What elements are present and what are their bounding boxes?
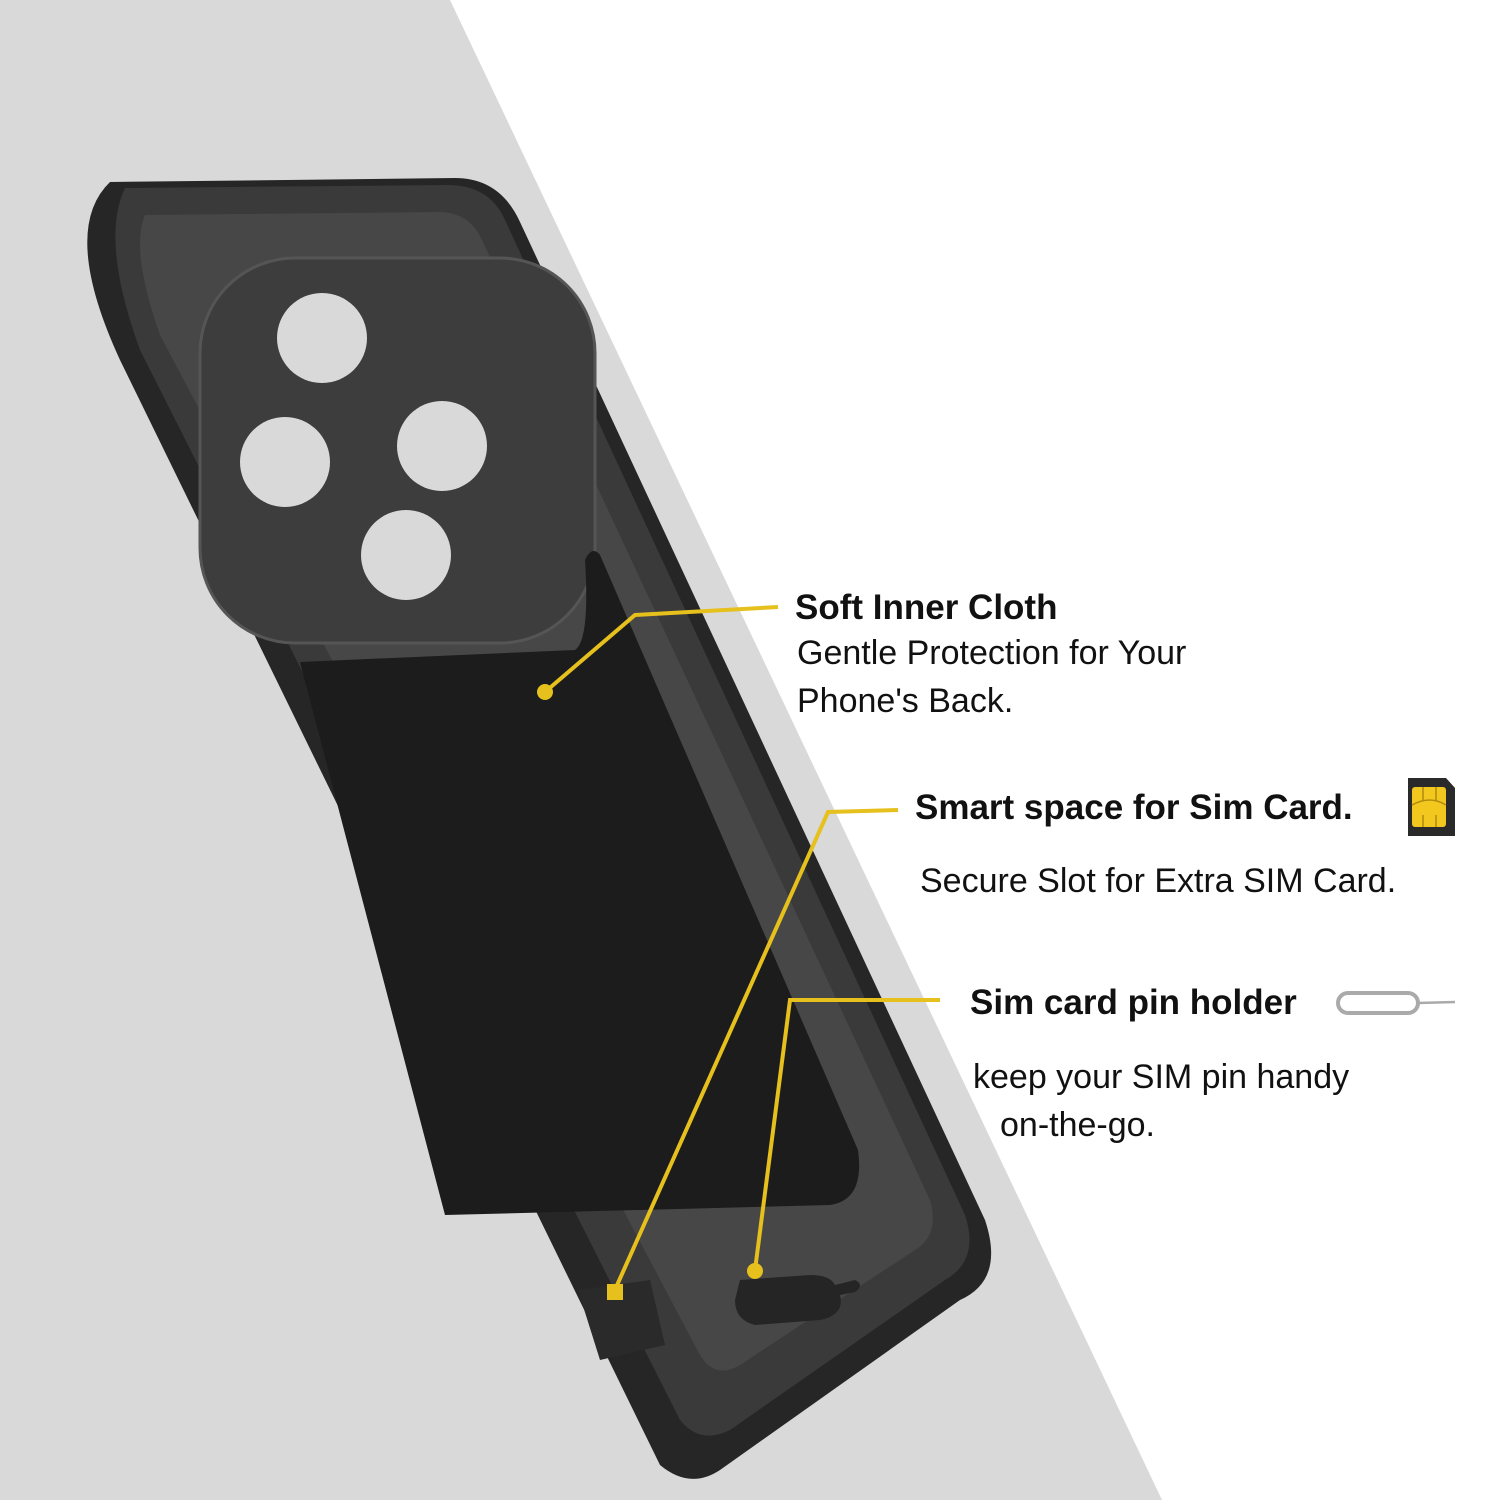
lens-cutout	[397, 401, 487, 491]
callout-text: keep your SIM pin handy	[973, 1058, 1350, 1096]
pin-holder-slot	[735, 1275, 860, 1325]
callout-text: on-the-go.	[1000, 1106, 1155, 1144]
lens-cutout	[240, 417, 330, 507]
sim-card-icon	[1408, 778, 1455, 836]
callout-title-pin-holder: Sim card pin holder	[970, 983, 1297, 1022]
lens-cutout	[277, 293, 367, 383]
lens-cutout	[361, 510, 451, 600]
callout-text: Secure Slot for Extra SIM Card.	[920, 862, 1397, 900]
callout-title-soft-inner-cloth: Soft Inner Cloth	[795, 588, 1058, 627]
inner-cloth	[300, 551, 860, 1215]
callout-title-sim-space: Smart space for Sim Card.	[915, 788, 1353, 827]
callout-text: Phone's Back.	[797, 682, 1014, 720]
phone-case	[87, 178, 992, 1479]
callout-lines	[543, 605, 940, 1293]
sim-eject-pin-icon	[1336, 991, 1456, 1015]
callout-text: Gentle Protection for Your	[797, 634, 1187, 672]
sim-slot	[578, 1280, 665, 1360]
